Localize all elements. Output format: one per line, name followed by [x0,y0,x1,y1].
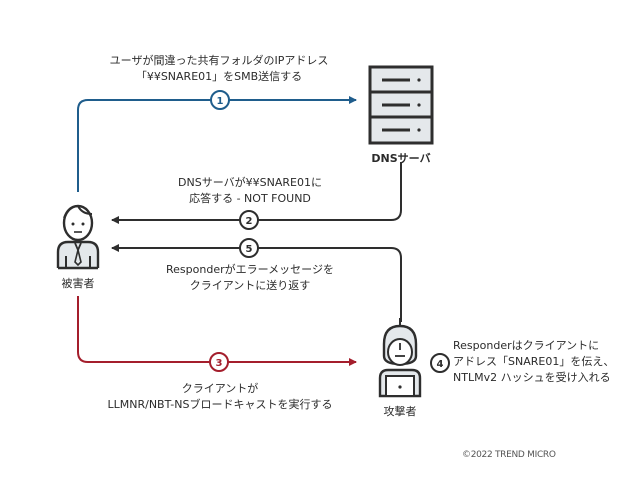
step-5-line-1: Responderがエラーメッセージを [166,263,334,276]
step-badge-2: 2 [239,210,259,230]
step-number: 3 [216,358,223,369]
step-badge-3: 3 [209,352,229,372]
step-2-line-1: DNSサーバが¥¥SNARE01に [178,176,322,189]
victim-label: 被害者 [61,277,95,290]
step-number: 4 [437,359,444,370]
step-4-line-1: Responderはクライアントに [453,339,600,352]
step-badge-1: 1 [210,90,230,110]
step-badge-4: 4 [430,353,450,373]
step-1-description: ユーザが間違った共有フォルダのIPアドレス 「¥¥SNARE01」をSMB送信す… [90,53,348,85]
server-icon [368,65,434,145]
step-number: 2 [246,216,253,227]
attacker-label: 攻撃者 [383,405,417,418]
hacker-laptop-icon [378,318,422,398]
step-1-line-1: ユーザが間違った共有フォルダのIPアドレス [109,54,329,67]
step-2-description: DNSサーバが¥¥SNARE01に 応答する - NOT FOUND [150,175,350,207]
user-icon [56,204,100,270]
step-4-description: Responderはクライアントに アドレス「SNARE01」を伝え、 NTLM… [453,338,614,386]
step-number: 5 [246,244,253,255]
step-badge-5: 5 [239,238,259,258]
step-3-line-2: LLMNR/NBT-NSブロードキャストを実行する [107,398,333,411]
flow-arrow-step-1 [77,96,357,192]
step-1-line-2: 「¥¥SNARE01」をSMB送信する [135,70,303,83]
step-2-line-2: 応答する - NOT FOUND [189,192,311,205]
step-3-line-1: クライアントが [181,382,259,395]
dns-server-label: DNSサーバ [371,152,431,165]
step-number: 1 [217,96,224,107]
step-5-description: Responderがエラーメッセージを クライアントに送り返す [150,262,350,294]
step-5-line-2: クライアントに送り返す [189,279,311,292]
step-4-line-3: NTLMv2 ハッシュを受け入れる [453,371,611,384]
copyright-text: ©2022 TREND MICRO [462,450,556,460]
flow-arrow-step-5 [111,244,402,322]
step-4-line-2: アドレス「SNARE01」を伝え、 [453,355,615,368]
flow-arrow-step-2 [111,162,402,224]
flow-arrow-step-3 [77,296,357,366]
step-3-description: クライアントが LLMNR/NBT-NSブロードキャストを実行する [90,381,350,413]
